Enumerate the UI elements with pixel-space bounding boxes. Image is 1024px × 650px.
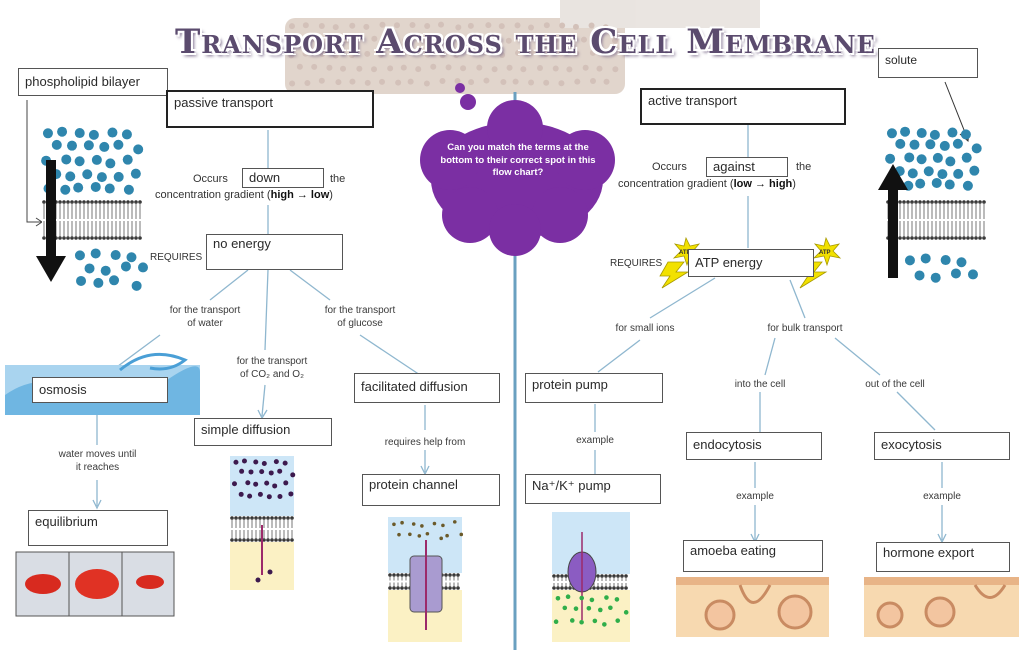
no-energy-box[interactable]: no energy [206,234,343,270]
equilibrium-box[interactable]: equilibrium [28,510,168,546]
down-box[interactable]: down [242,168,324,188]
down-arrow-icon [36,256,66,282]
exocytosis-box[interactable]: exocytosis [874,432,1010,460]
transport-co2-line1: for the transport [236,356,308,367]
requires-label-right: REQUIRES [610,258,663,269]
amoeba-eating-box[interactable]: amoeba eating [683,540,823,572]
up-arrow-icon [878,164,908,190]
gradient-label-left: concentration gradient (high → low) [155,189,333,201]
atp-energy-box[interactable]: ATP energy [688,249,814,277]
transport-co2-line2: of CO₂ and O₂ [240,369,304,380]
transport-glucose-label: for the transport of glucose [300,304,420,330]
protein-channel-image [388,517,464,642]
simple-diffusion-image [230,456,296,590]
na-k-pump-image [552,512,630,642]
transport-water-line2: of water [187,318,223,329]
protein-pump-box[interactable]: protein pump [525,373,663,403]
passive-membrane-diagram [36,126,148,291]
bulk-transport-label: for bulk transport [767,323,843,334]
out-cell-label: out of the cell [865,379,925,390]
membrane-banner [285,0,760,94]
osmosis-box[interactable]: osmosis [32,377,168,403]
example-label-pump: example [576,435,614,446]
low-high-text: low → high [733,178,793,190]
water-moves-line2: it reaches [75,462,120,473]
atp-burst-label-left: ATP [679,250,691,256]
na-k-pump-box[interactable]: Na⁺/K⁺ pump [525,474,661,504]
exocytosis-image [864,577,1019,637]
active-transport-box[interactable]: active transport [640,88,846,125]
phospholipid-bilayer-box[interactable]: phospholipid bilayer [18,68,168,96]
gradient-text-left: concentration gradient [155,189,264,201]
solute-box[interactable]: solute [878,48,978,78]
passive-transport-box[interactable]: passive transport [166,90,374,128]
protein-channel-box[interactable]: protein channel [362,474,500,506]
high-low-text: high → low [270,189,330,201]
bilayer-pointer [26,100,42,223]
into-cell-label: into the cell [734,379,786,390]
transport-co2-label: for the transport of CO₂ and O₂ [212,355,332,381]
transport-water-line1: for the transport [169,305,241,316]
requires-help-label: requires help from [384,437,466,448]
the-label-right: the [796,161,812,173]
atp-burst-icon [672,236,842,267]
facilitated-diffusion-box[interactable]: facilitated diffusion [354,373,500,403]
atp-burst-label-right: ATP [819,250,831,256]
hormone-export-box[interactable]: hormone export [876,542,1010,572]
the-label-left: the [330,173,346,185]
example-label-endo: example [736,491,774,502]
endocytosis-box[interactable]: endocytosis [686,432,822,460]
cloud-prompt: Can you match the terms at the bottom to… [440,142,596,178]
endocytosis-image [676,577,829,637]
thought-cloud-icon [420,83,615,256]
occurs-label-left: Occurs [193,173,228,185]
transport-glucose-line1: for the transport [324,305,396,316]
water-moves-line1: water moves until [58,449,137,460]
small-ions-label: for small ions [615,323,675,334]
active-membrane-diagram [878,126,986,283]
transport-glucose-line2: of glucose [337,318,383,329]
requires-label-left: REQUIRES [150,252,203,263]
occurs-label-right: Occurs [652,161,687,173]
transport-water-label: for the transport of water [145,304,265,330]
gradient-text-right: concentration gradient [618,178,727,190]
red-blood-cells-image [15,551,175,617]
against-box[interactable]: against [706,157,788,177]
water-moves-label: water moves until it reaches [40,448,155,474]
simple-diffusion-box[interactable]: simple diffusion [194,418,332,446]
gradient-label-right: concentration gradient (low → high) [618,178,796,190]
example-label-exo: example [923,491,961,502]
page-title: Transport Across the Cell Membrane [175,22,876,62]
